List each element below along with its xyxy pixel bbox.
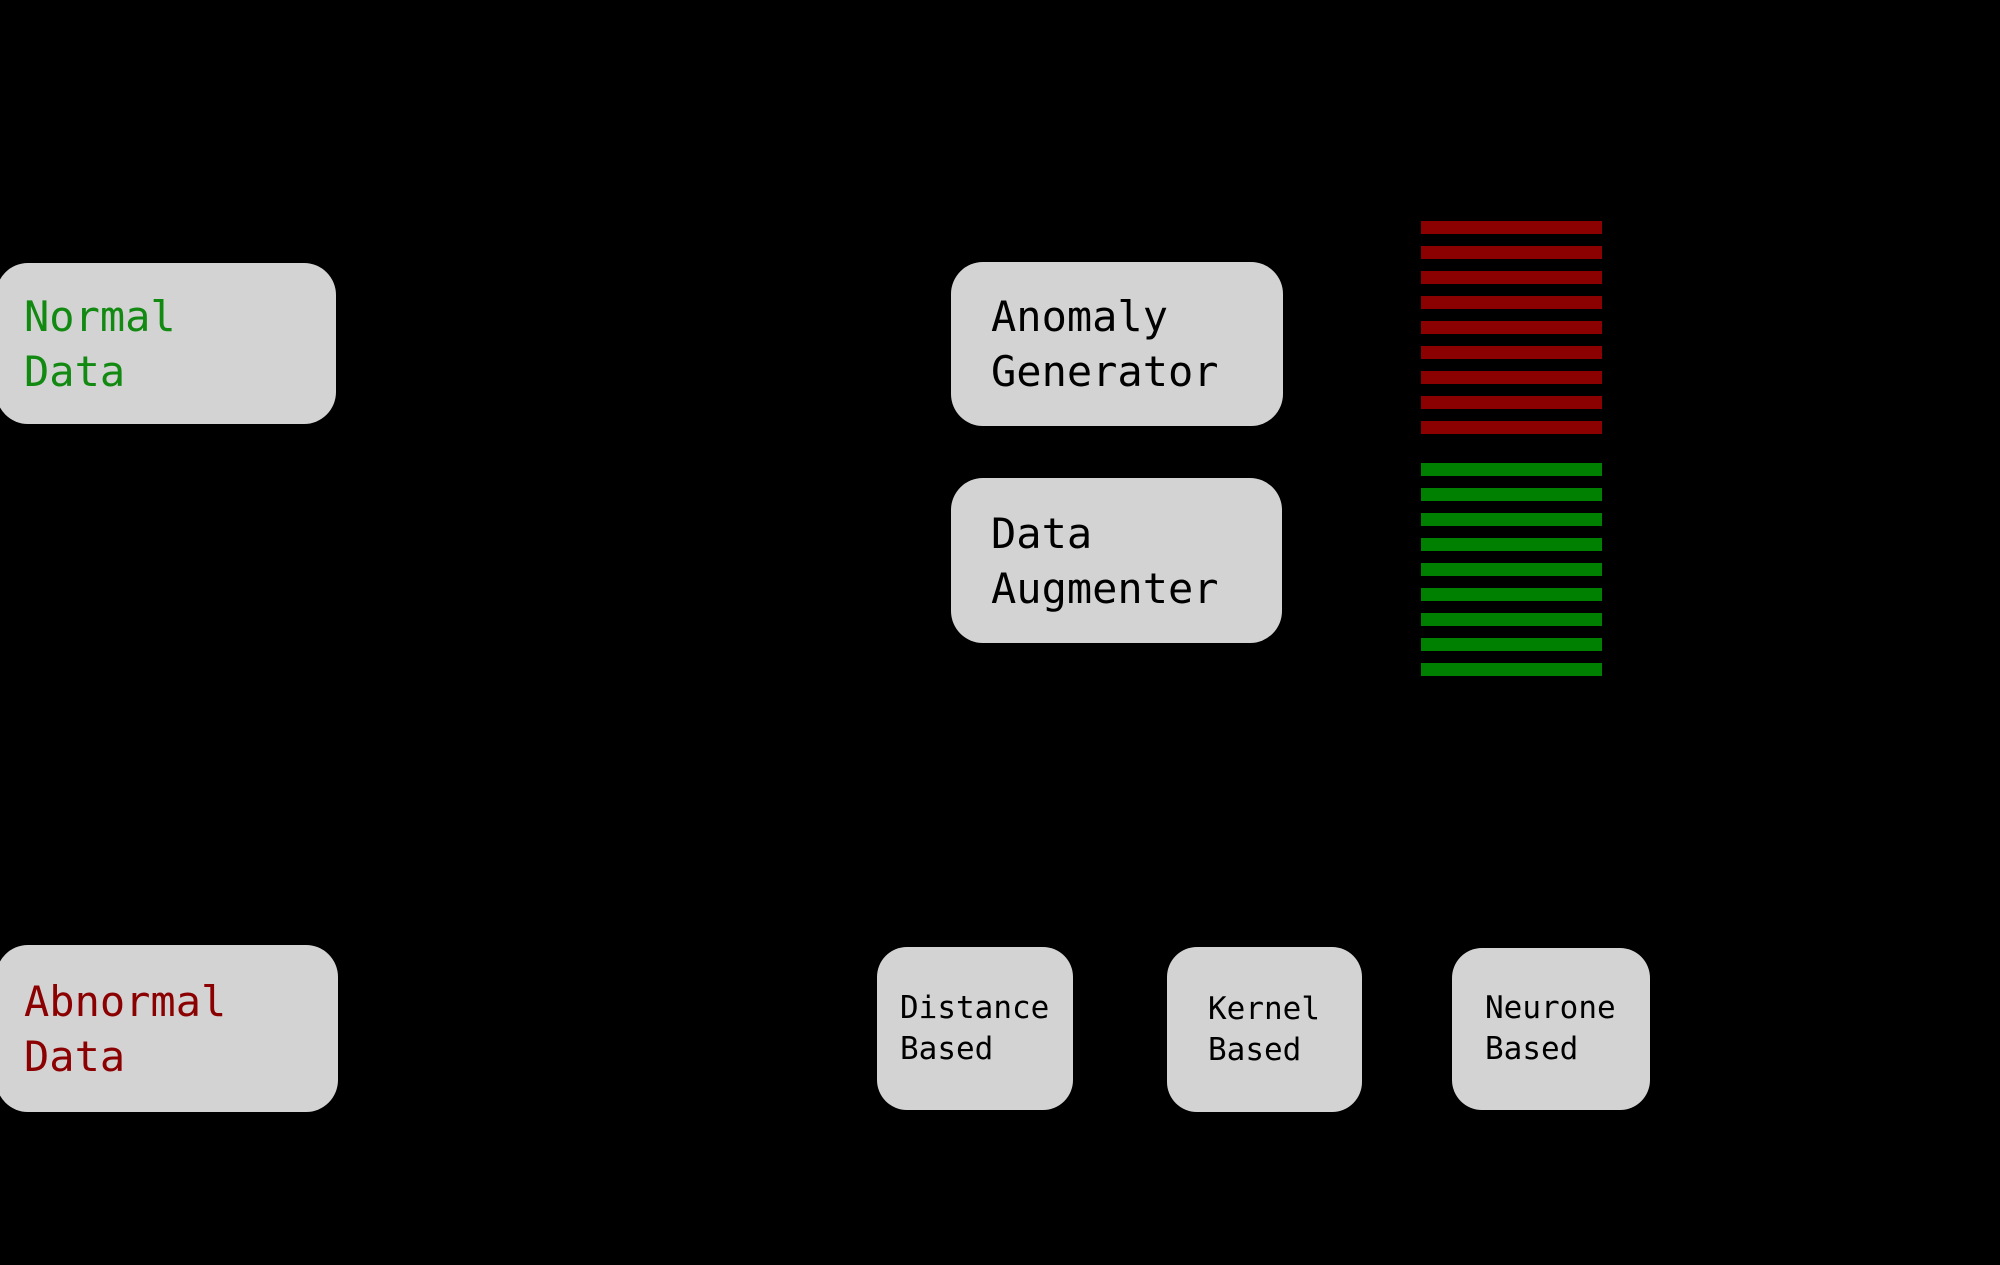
normal-series-stripes [1421, 463, 1602, 676]
neurone-based-label-line1: Neurone [1485, 990, 1616, 1026]
abnormal-data-label-line2: Data [24, 1031, 126, 1081]
normal-data-label-line2: Data [24, 346, 126, 396]
stripe [1421, 271, 1602, 284]
kernel-based-node: Kernel Based [1167, 947, 1362, 1112]
stripe [1421, 613, 1602, 626]
neurone-based-node: Neurone Based [1452, 948, 1650, 1110]
stripe [1421, 488, 1602, 501]
kernel-based-label-line2: Based [1208, 1031, 1302, 1068]
anomaly-generator-label-line2: Generator [991, 347, 1219, 396]
stripe [1421, 663, 1602, 676]
distance-based-label-line2: Based [900, 1030, 994, 1067]
normal-data-label-line1: Normal [24, 291, 176, 341]
data-augmenter-label-line2: Augmenter [991, 563, 1219, 613]
normal-data-node: Normal Data [0, 263, 336, 424]
data-augmenter-label-line1: Data [991, 508, 1093, 558]
data-augmenter-node: Data Augmenter [951, 478, 1282, 643]
abnormal-data-node: Abnormal Data [0, 945, 338, 1112]
distance-based-node: Distance Based [877, 947, 1073, 1110]
stripe [1421, 371, 1602, 384]
stripe [1421, 538, 1602, 551]
stripe [1421, 396, 1602, 409]
distance-based-label-line1: Distance [900, 989, 1050, 1026]
stripe [1421, 246, 1602, 259]
stripe [1421, 421, 1602, 434]
kernel-based-label-line1: Kernel [1208, 990, 1320, 1027]
stripe [1421, 221, 1602, 234]
stripe [1421, 346, 1602, 359]
stripe [1421, 321, 1602, 334]
abnormal-series-stripes [1421, 221, 1602, 434]
anomaly-generator-label-line1: Anomaly [991, 292, 1169, 341]
stripe [1421, 563, 1602, 576]
stripe [1421, 296, 1602, 309]
neurone-based-label-line2: Based [1485, 1031, 1579, 1067]
abnormal-data-label-line1: Abnormal [24, 976, 227, 1026]
anomaly-generator-node: Anomaly Generator [951, 262, 1283, 426]
stripe [1421, 463, 1602, 476]
stripe [1421, 638, 1602, 651]
stripe [1421, 513, 1602, 526]
stripe [1421, 588, 1602, 601]
